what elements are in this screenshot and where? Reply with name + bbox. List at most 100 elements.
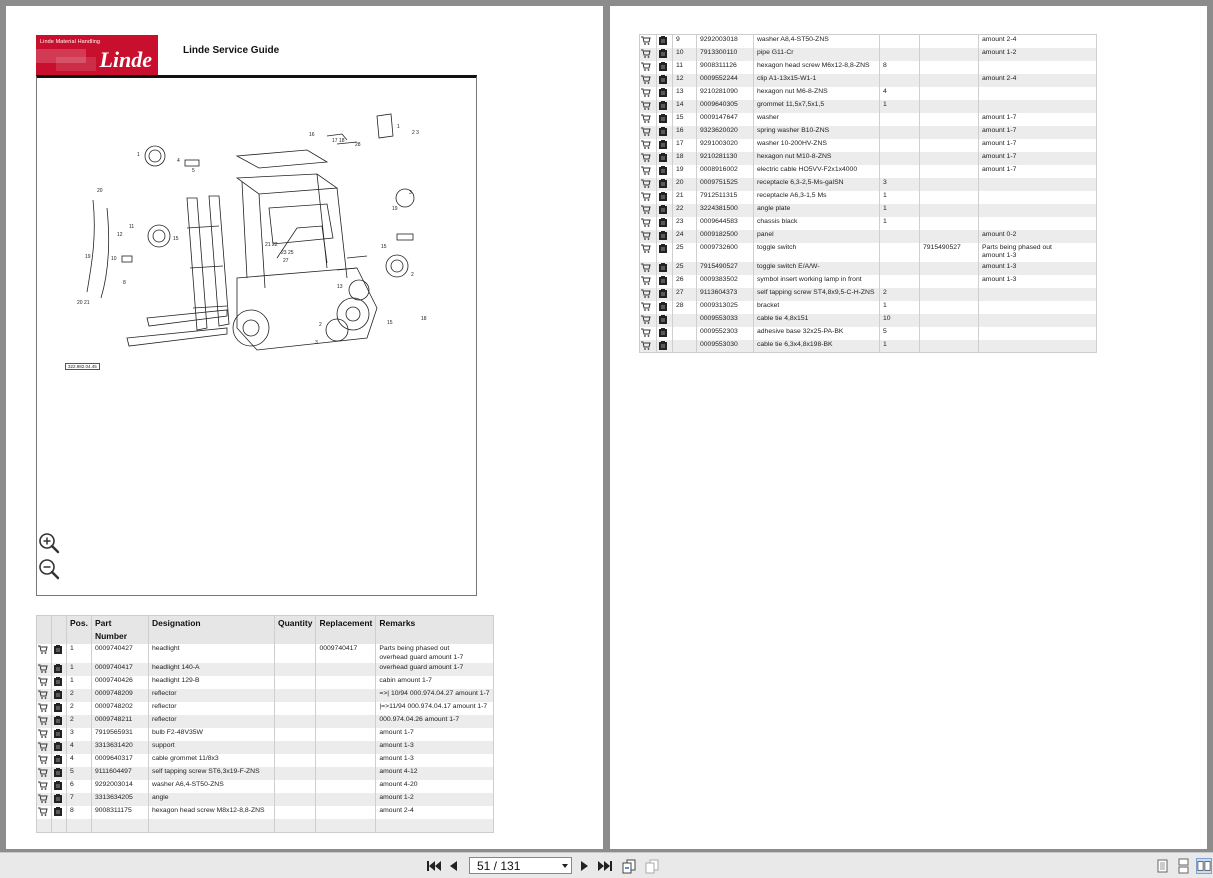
info-icon[interactable] xyxy=(53,677,63,686)
info-icon[interactable] xyxy=(53,716,63,725)
cell-pos: 1 xyxy=(66,663,92,676)
info-icon[interactable] xyxy=(53,664,63,673)
info-icon[interactable] xyxy=(658,314,668,324)
info-icon[interactable] xyxy=(658,327,668,337)
info-icon[interactable] xyxy=(658,275,668,285)
cell-pos: 17 xyxy=(672,138,697,152)
next-page-icon[interactable] xyxy=(576,858,592,874)
cart-icon[interactable] xyxy=(38,690,48,699)
info-icon[interactable] xyxy=(53,807,63,816)
cart-icon[interactable] xyxy=(641,263,651,272)
info-icon[interactable] xyxy=(658,48,668,58)
cart-icon[interactable] xyxy=(641,302,651,311)
cart-icon[interactable] xyxy=(38,807,48,816)
zoom-in-icon[interactable] xyxy=(37,531,61,555)
info-icon[interactable] xyxy=(658,87,668,97)
facing-view-icon[interactable] xyxy=(1196,858,1212,874)
cart-icon[interactable] xyxy=(641,127,651,136)
info-icon[interactable] xyxy=(658,165,668,175)
info-icon[interactable] xyxy=(53,755,63,764)
cart-icon[interactable] xyxy=(641,36,651,45)
cart-icon[interactable] xyxy=(38,703,48,712)
info-icon[interactable] xyxy=(658,288,668,298)
prev-page-icon[interactable] xyxy=(446,858,462,874)
cart-icon[interactable] xyxy=(641,62,651,71)
info-icon[interactable] xyxy=(658,36,668,45)
cart-icon[interactable] xyxy=(641,101,651,110)
last-page-icon[interactable] xyxy=(597,858,613,874)
go-forward-view-icon[interactable] xyxy=(644,858,660,874)
cell-designation: reflector xyxy=(148,702,275,715)
page-number-select[interactable]: 51 / 131 xyxy=(469,857,572,874)
cart-icon[interactable] xyxy=(641,192,651,201)
info-icon[interactable] xyxy=(53,781,63,790)
cart-icon[interactable] xyxy=(641,49,651,58)
single-page-view-icon[interactable] xyxy=(1154,858,1170,874)
cart-icon[interactable] xyxy=(641,231,651,240)
info-icon[interactable] xyxy=(53,742,63,751)
info-icon[interactable] xyxy=(53,690,63,699)
cart-icon[interactable] xyxy=(641,328,651,337)
info-icon[interactable] xyxy=(53,794,63,803)
info-icon[interactable] xyxy=(658,217,668,227)
first-page-icon[interactable] xyxy=(426,858,442,874)
cart-icon[interactable] xyxy=(38,755,48,764)
info-icon[interactable] xyxy=(658,262,668,272)
info-icon[interactable] xyxy=(658,191,668,201)
cart-icon[interactable] xyxy=(641,114,651,123)
cart-icon[interactable] xyxy=(38,645,48,654)
cart-icon[interactable] xyxy=(641,341,651,350)
info-icon[interactable] xyxy=(658,152,668,162)
remarks-line: amount 1-3 xyxy=(379,755,414,762)
cart-icon[interactable] xyxy=(38,768,48,777)
info-icon[interactable] xyxy=(658,74,668,84)
info-icon[interactable] xyxy=(53,768,63,777)
cart-icon[interactable] xyxy=(641,166,651,175)
info-icon[interactable] xyxy=(658,178,668,188)
info-icon[interactable] xyxy=(658,126,668,136)
cart-icon[interactable] xyxy=(38,794,48,803)
cart-icon[interactable] xyxy=(641,153,651,162)
svg-text:20 21: 20 21 xyxy=(77,300,90,306)
cell-replacement xyxy=(919,164,979,178)
continuous-view-icon[interactable] xyxy=(1175,858,1191,874)
info-icon[interactable] xyxy=(658,301,668,311)
cell-quantity: 1 xyxy=(879,339,920,353)
cart-icon[interactable] xyxy=(641,218,651,227)
cart-icon[interactable] xyxy=(38,677,48,686)
cart-icon[interactable] xyxy=(38,781,48,790)
info-icon[interactable] xyxy=(658,340,668,350)
info-icon[interactable] xyxy=(658,139,668,149)
cart-icon[interactable] xyxy=(641,315,651,324)
svg-text:20: 20 xyxy=(97,188,103,194)
info-icon[interactable] xyxy=(658,243,668,253)
cart-icon[interactable] xyxy=(641,289,651,298)
info-icon[interactable] xyxy=(658,204,668,214)
cart-icon[interactable] xyxy=(38,716,48,725)
cart-icon[interactable] xyxy=(641,140,651,149)
cart-icon[interactable] xyxy=(38,729,48,738)
cart-icon[interactable] xyxy=(38,664,48,673)
info-icon[interactable] xyxy=(658,61,668,71)
cart-icon[interactable] xyxy=(641,276,651,285)
info-icon[interactable] xyxy=(658,100,668,110)
cell-remarks: amount 2-4 xyxy=(978,34,1097,48)
cart-icon[interactable] xyxy=(641,75,651,84)
cell-part-number: 0009732600 xyxy=(696,242,754,262)
cart-icon[interactable] xyxy=(38,742,48,751)
info-icon[interactable] xyxy=(53,703,63,712)
cart-icon[interactable] xyxy=(641,88,651,97)
svg-text:19: 19 xyxy=(85,254,91,260)
info-icon[interactable] xyxy=(658,230,668,240)
go-back-view-icon[interactable] xyxy=(621,858,637,874)
cart-icon[interactable] xyxy=(641,205,651,214)
parts-table-left: Pos. Part Number Designation Quantity Re… xyxy=(36,615,494,833)
info-icon[interactable] xyxy=(658,113,668,123)
info-icon[interactable] xyxy=(53,729,63,738)
cart-icon[interactable] xyxy=(641,179,651,188)
info-icon[interactable] xyxy=(53,645,63,654)
zoom-out-icon[interactable] xyxy=(37,557,61,581)
cell-pos: 9 xyxy=(672,34,697,48)
cart-icon[interactable] xyxy=(641,244,651,253)
